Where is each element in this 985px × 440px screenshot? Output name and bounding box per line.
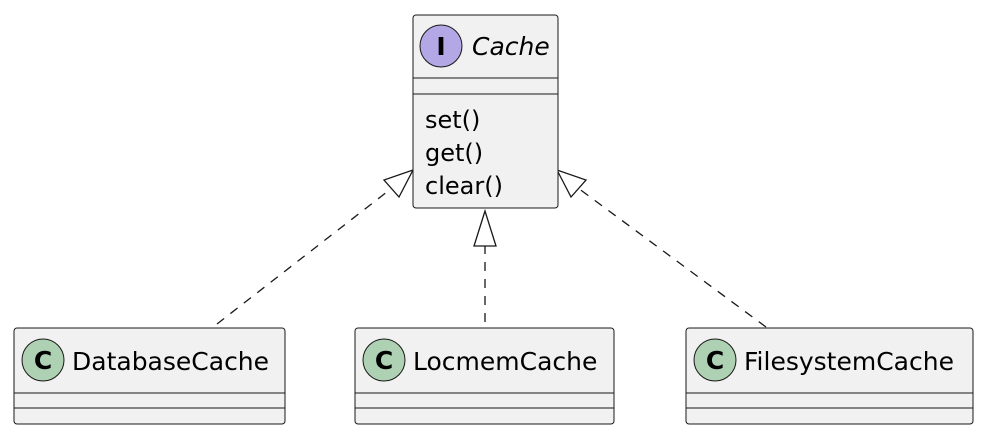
class-name: FilesystemCache [744, 347, 954, 376]
class-locmemcache[interactable]: C LocmemCache [354, 327, 615, 425]
method-set: set() [425, 106, 480, 134]
class-stereotype-icon [362, 338, 406, 382]
method-get: get() [425, 139, 483, 167]
interface-name: Cache [472, 32, 550, 61]
relation-locmemcache-cache [473, 208, 497, 322]
class-stereotype-letter: C [375, 346, 393, 375]
realization-arrowhead [382, 168, 415, 199]
interface-stereotype-letter: I [436, 32, 445, 61]
class-stereotype-letter: C [706, 346, 724, 375]
class-databasecache[interactable]: C DatabaseCache [13, 327, 286, 425]
interface-stereotype-icon [419, 24, 463, 68]
method-clear: clear() [425, 172, 503, 200]
relation-filesystemcache-cache [555, 168, 767, 328]
class-name: LocmemCache [413, 347, 597, 376]
class-stereotype-icon [693, 338, 737, 382]
class-stereotype-letter: C [34, 346, 52, 375]
realization-arrowhead [555, 168, 588, 199]
realization-arrowhead [473, 208, 497, 247]
class-name: DatabaseCache [72, 347, 269, 376]
relation-databasecache-cache [216, 168, 415, 325]
interface-cache[interactable]: I Cache set() get() clear() [412, 14, 559, 209]
class-stereotype-icon [21, 338, 65, 382]
class-filesystemcache[interactable]: C FilesystemCache [685, 327, 974, 425]
